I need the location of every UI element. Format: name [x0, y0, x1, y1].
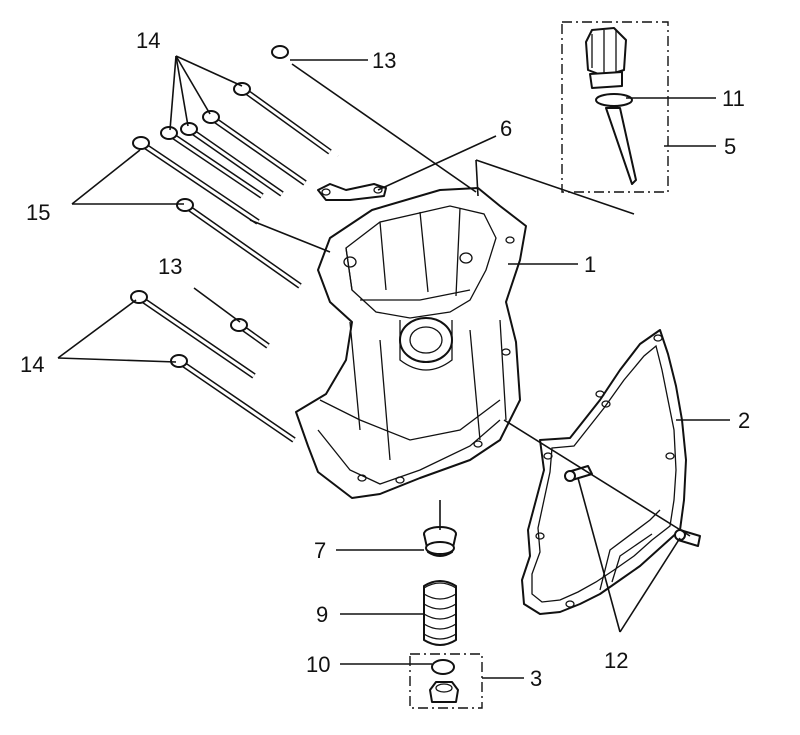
callout-12: 12	[604, 648, 628, 673]
bolt-15-2	[176, 198, 302, 289]
bolt-13-upper	[271, 45, 340, 157]
callout-labels: 14 13 6 11 5 15 1 13 14 2 7 9 12 10 3	[20, 28, 750, 691]
callout-9: 6	[500, 116, 512, 141]
bolt-14-upper-4	[160, 126, 264, 199]
callout-1: 1	[584, 252, 596, 277]
bracket-9	[317, 183, 387, 201]
drain-plug-assembly	[409, 653, 483, 709]
strainer-cap	[423, 526, 457, 557]
crankcase-cover	[295, 187, 527, 499]
leader-lines	[57, 55, 730, 679]
bolt-14-lower-2	[170, 354, 296, 443]
callout-6: 9	[316, 602, 328, 627]
callout-10: 10	[306, 652, 330, 677]
bolt-14-lower-1	[130, 290, 256, 379]
callout-11: 11	[722, 86, 745, 111]
spring	[423, 580, 457, 646]
bolt-14-upper-1	[233, 82, 332, 155]
callout-13-lower: 13	[158, 254, 182, 279]
callout-14-upper: 14	[136, 28, 160, 53]
dowel-pin-2	[674, 529, 701, 547]
callout-7: 5	[724, 134, 736, 159]
dipstick-assembly	[561, 21, 669, 193]
bolt-14-upper-2	[202, 110, 307, 186]
callout-5: 7	[314, 538, 326, 563]
callout-15: 15	[26, 200, 50, 225]
callout-2: 2	[738, 408, 750, 433]
bolt-14-upper-3	[180, 122, 284, 197]
callout-13-upper: 13	[372, 48, 396, 73]
bolt-13-lower	[230, 318, 270, 349]
callout-14-lower: 14	[20, 352, 44, 377]
bolt-15-1	[132, 136, 260, 225]
callout-3: 3	[530, 666, 542, 691]
gasket	[521, 329, 687, 615]
